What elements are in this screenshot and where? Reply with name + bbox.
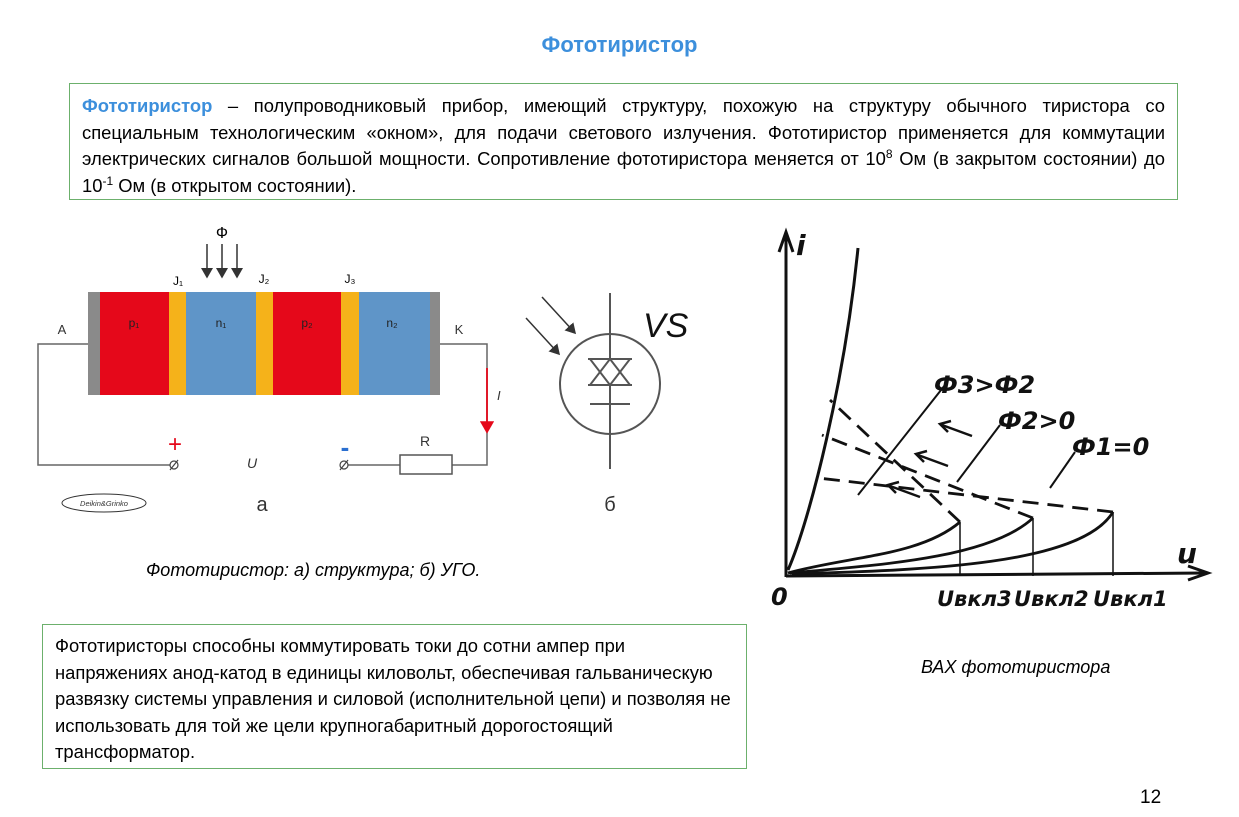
light-arrow (541, 296, 577, 335)
definition-text-b: Ом (в закрытом состоянии) до 10 (82, 148, 1165, 196)
axis-u-label: u (1177, 537, 1197, 570)
anode-contact (88, 292, 100, 395)
axis-u (785, 571, 1206, 578)
layer-label-n2: n₂ (386, 316, 398, 330)
subfigure-label-a: а (256, 494, 268, 516)
curve-label-phi1: Ф1=0 (1072, 433, 1149, 461)
definition-text-c: Ом (в открытом состоянии). (113, 174, 357, 196)
anode-label: A (58, 322, 67, 337)
curve-phi2 (789, 516, 1034, 575)
leader-phi3 (857, 384, 946, 496)
curve-label-phi3: Ф3>Ф2 (934, 371, 1035, 399)
resistor (399, 454, 453, 475)
exponent-minus-1: -1 (102, 173, 114, 188)
curve-phi3 (787, 520, 961, 575)
bottom-text-box: Фототиристоры способны коммутировать ток… (42, 624, 747, 769)
switch-line-phi2 (821, 433, 1034, 520)
direction-arrow (917, 453, 949, 468)
iv-characteristic (777, 227, 1213, 582)
definition-term: Фототиристор (82, 95, 213, 116)
junction-label-j1: J₁ (173, 274, 183, 288)
minus-sign: - (341, 432, 350, 462)
uvkl2-label: Uвкл2 (1014, 587, 1089, 611)
wire-cathode (440, 343, 488, 466)
layer-label-p1: p₁ (129, 316, 140, 330)
plus-sign: + (168, 431, 182, 458)
axis-i-label: i (796, 229, 806, 262)
switch-line-phi3 (829, 398, 961, 524)
symbol-label: VS (643, 307, 689, 345)
curve-label-phi2: Ф2>0 (998, 407, 1075, 435)
on-state-curve (786, 247, 860, 571)
layer-n2 (359, 292, 430, 395)
page-title: Фототиристор (541, 32, 698, 57)
leader-phi2 (956, 424, 1001, 483)
junction-label-j2: J₂ (259, 272, 270, 286)
exponent-8: 8 (885, 146, 893, 161)
leader-phi1 (1049, 451, 1076, 489)
switch-line-phi1 (817, 476, 1114, 514)
axis-u-arrow (1187, 564, 1213, 582)
thyristor-structure: Ф J₁ J₂ J₃ p₁ n₁ p₂ n₂ R A K I (37, 225, 501, 516)
layer-n1 (186, 292, 256, 395)
origin-label: 0 (771, 583, 788, 611)
junction-label-j3: J₃ (345, 272, 356, 286)
junction-j1 (169, 292, 186, 395)
layer-label-p2: p₂ (301, 316, 313, 330)
wire-anode (37, 343, 170, 466)
uvkl3-label: Uвкл3 (937, 587, 1012, 611)
light-arrow (525, 317, 561, 356)
author-logo-text: Deikin&Grinko (80, 499, 128, 508)
current-label: I (497, 388, 501, 403)
direction-arrow (941, 423, 973, 438)
junction-j2 (256, 292, 273, 395)
curve-phi1 (791, 511, 1115, 576)
cathode-contact (430, 292, 440, 395)
resistor-label: R (420, 433, 430, 449)
caption-structure: Фототиристор: а) структура; б) УГО. (146, 560, 481, 580)
caption-vax: ВАХ фототиристора (921, 657, 1111, 677)
thyristor-symbol: VS б (525, 293, 689, 516)
definition-text-a: – полупроводниковый прибор, имеющий стру… (82, 95, 1165, 169)
layer-p1 (100, 292, 169, 395)
cathode-label: K (455, 322, 464, 337)
subfigure-label-b: б (604, 494, 615, 516)
axis-i-arrow (777, 227, 795, 253)
flux-label: Ф (216, 225, 228, 242)
author-logo (61, 493, 147, 513)
junction-j3 (341, 292, 359, 395)
layer-p2 (273, 292, 341, 395)
page-number: 12 (1140, 787, 1162, 808)
uvkl1-label: Uвкл1 (1093, 587, 1168, 611)
layer-label-n1: n₁ (216, 316, 227, 330)
voltage-label: U (247, 455, 258, 471)
direction-arrow (889, 484, 921, 499)
definition-box: Фототиристор – полупроводниковый прибор,… (69, 83, 1178, 200)
